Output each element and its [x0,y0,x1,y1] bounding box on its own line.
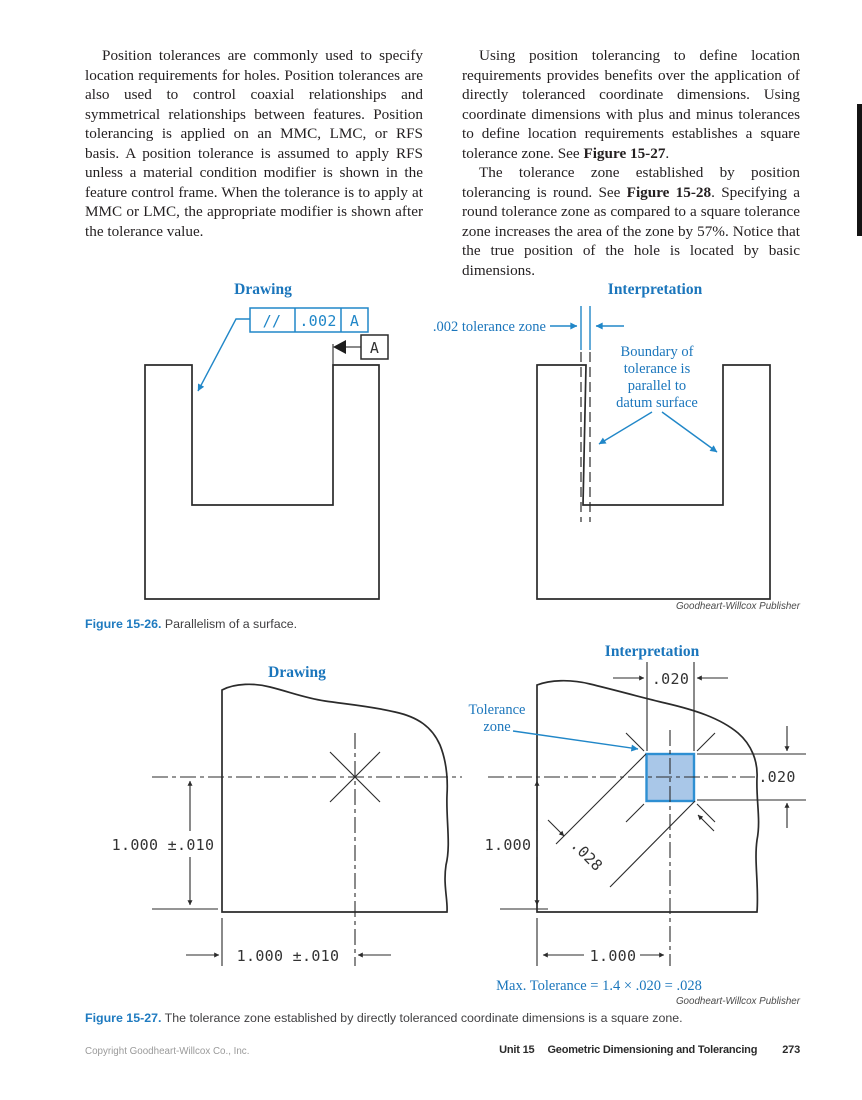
zone-label: .002 tolerance zone [433,319,546,335]
page-number: 273 [782,1044,800,1056]
copyright-text: Copyright Goodheart-Willcox Co., Inc. [85,1046,250,1057]
figure-caption: Figure 15-27. The tolerance zone establi… [85,1011,805,1025]
figure-caption: Figure 15-26. Parallelism of a surface. [85,617,765,631]
paragraph-text: . [665,144,670,162]
caption-figure-number: Figure 15-27. [85,1011,162,1025]
datum-reference: A [350,312,359,330]
figure-reference: Figure 15-28 [626,183,712,201]
boundary-note-line: tolerance is [624,361,691,377]
dimension-right: .020 [697,726,806,828]
figure-15-26: Drawing // .002 A A Interpretation .002 … [144,281,801,612]
paragraph-text: Using position tolerancing to define loc… [462,47,800,162]
leader-arrow [598,411,653,445]
part-outline [536,679,760,913]
dimension-top: .020 [613,662,728,751]
caption-figure-number: Figure 15-26. [85,617,162,631]
dimension-horizontal: 1.000 [536,918,665,966]
parallelism-symbol: // [263,312,282,330]
body-column-left: Position tolerances are commonly used to… [85,46,423,241]
paragraph: Using position tolerancing to define loc… [462,46,800,163]
part-outline [144,364,380,600]
zone-dimension-arrows [550,306,624,350]
boundary-note: Boundary of tolerance is parallel to dat… [616,344,698,411]
body-column-right: Using position tolerancing to define loc… [462,46,800,280]
dimension-vertical: 1.000 ±.010 [112,780,218,910]
leader-arrow [661,411,718,453]
caption-text: Parallelism of a surface. [164,617,298,631]
figure-15-27: Drawing 1.000 ±.010 1.000 ±.010 Interpre… [112,643,806,1007]
dimension-text: .020 [758,768,795,786]
dimension-text: .020 [652,670,689,688]
zone-label-line: Tolerance [469,702,526,718]
dimension-text: .028 [567,836,606,875]
unit-label: Unit 15 [499,1044,535,1056]
datum-letter: A [370,339,379,357]
paragraph-text: The tolerance zone established by positi… [462,164,800,201]
drawing-label: Drawing [268,664,326,681]
part-outline [221,683,450,913]
caption-text: The tolerance zone established by direct… [164,1011,683,1025]
zone-label-line: zone [483,719,510,735]
paragraph-text: . Specifying a round tolerance zone as c… [462,183,800,279]
dimension-horizontal: 1.000 ±.010 [186,918,391,966]
boundary-note-line: datum surface [616,395,698,411]
paragraph: The tolerance zone established by positi… [462,163,800,280]
interpretation-label: Interpretation [605,643,700,660]
part-outline [536,364,771,600]
publisher-credit: Goodheart-Willcox Publisher [676,601,801,612]
leader-arrow [512,730,639,752]
tolerance-zone-lines [580,352,591,522]
interpretation-label: Interpretation [608,281,703,298]
drawing-label: Drawing [234,281,292,298]
boundary-note-line: parallel to [628,378,686,394]
datum-feature-symbol: A [332,334,389,366]
hole-position-mark [329,751,381,803]
dimension-text: 1.000 ±.010 [237,947,340,965]
dimension-text: 1.000 [485,836,532,854]
dimension-text: 1.000 [590,947,637,965]
tolerance-value: .002 [299,312,336,330]
zone-label: Tolerance zone [469,702,639,752]
paragraph: Position tolerances are commonly used to… [85,47,423,240]
publisher-credit: Goodheart-Willcox Publisher [676,996,801,1007]
unit-bleed-tab [857,104,862,236]
figure-reference: Figure 15-27 [583,144,666,162]
leader-arrow [197,318,250,392]
max-tolerance-note: Max. Tolerance = 1.4 × .020 = .028 [496,978,702,994]
running-footer: Unit 15 Geometric Dimensioning and Tolera… [499,1044,800,1056]
feature-control-frame: // .002 A [249,307,369,333]
dimension-text: 1.000 ±.010 [112,836,215,854]
dimension-vertical: 1.000 [485,780,548,910]
unit-title: Geometric Dimensioning and Tolerancing [547,1044,758,1056]
hole-position-mark [625,732,716,823]
boundary-note-line: Boundary of [621,344,694,360]
